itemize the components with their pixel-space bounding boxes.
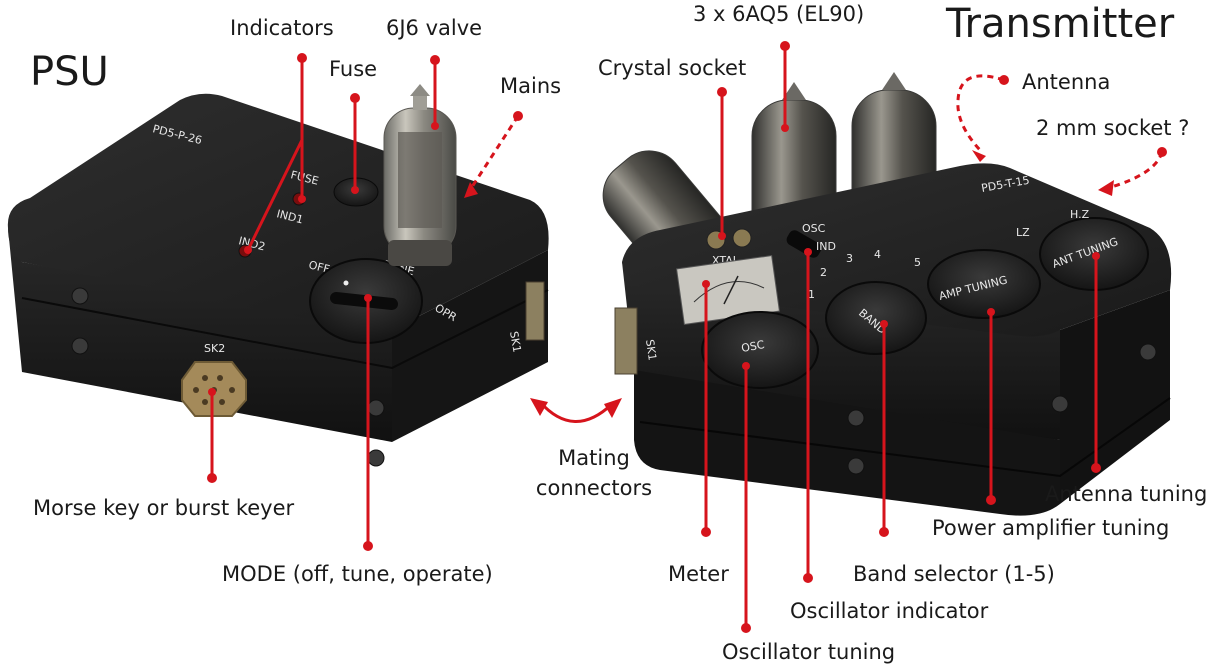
callout-lines xyxy=(210,46,1164,628)
transmitter-sk1-connector xyxy=(614,307,638,375)
band-number: 3 xyxy=(846,252,853,265)
label-mains: Mains xyxy=(500,74,562,98)
psu-sk1-marking: SK1 xyxy=(507,330,523,353)
label-antenna-tuning: Antenna tuning xyxy=(1045,482,1208,506)
label-antenna: Antenna xyxy=(1022,70,1111,94)
label-pa-tuning: Power amplifier tuning xyxy=(932,516,1170,540)
label-meter: Meter xyxy=(668,562,729,586)
transmitter-case: SK1 PD5-T-15 XTAL OSC IND 1 2 3 4 5 OSC … xyxy=(602,72,1172,516)
label-oscillator-indicator: Oscillator indicator xyxy=(790,599,989,623)
transmitter-lower-face xyxy=(634,370,1060,516)
hz-marking: H.Z xyxy=(1070,208,1090,221)
label-mating-line2: connectors xyxy=(535,476,653,500)
label-fuse: Fuse xyxy=(329,57,378,81)
screw-icon xyxy=(367,449,385,467)
psu-case: SK2 SK1 PD5-P-26 FUSE IND1 IND2 OFF TUNE… xyxy=(7,84,549,467)
label-indicators: Indicators xyxy=(230,16,334,40)
label-6j6-valve: 6J6 valve xyxy=(386,16,483,40)
sk2-marking: SK2 xyxy=(204,342,225,355)
label-2mm-socket: 2 mm socket ? xyxy=(1036,116,1190,140)
pa-tuning-knob xyxy=(927,249,1041,319)
psu-sk1-connector xyxy=(525,281,545,341)
osc-ind-marking-2: IND xyxy=(816,240,836,253)
screw-icon xyxy=(1139,343,1157,361)
screw-icon xyxy=(1051,395,1069,413)
oscillator-indicator-lamp xyxy=(786,230,822,258)
oscillator-tuning-knob xyxy=(701,311,819,389)
label-oscillator-tuning: Oscillator tuning xyxy=(722,640,896,664)
band-number: 5 xyxy=(914,256,921,269)
osc-knob-marking: OSC xyxy=(740,338,766,355)
psu-title: PSU xyxy=(30,49,109,95)
screw-icon xyxy=(847,409,865,427)
screw-icon xyxy=(847,457,865,475)
label-mode: MODE (off, tune, operate) xyxy=(222,562,493,586)
ind1-marking: IND1 xyxy=(275,207,304,226)
label-mating-line1: Mating xyxy=(558,446,630,470)
psu-top-face xyxy=(7,93,549,333)
transmitter-title: Transmitter xyxy=(946,1,1175,47)
6j6-valve xyxy=(383,84,457,266)
band-selector-knob xyxy=(825,281,927,355)
label-6aq5-valves: 3 x 6AQ5 (EL90) xyxy=(693,2,865,26)
label-crystal-socket: Crystal socket xyxy=(598,56,747,80)
callout-dots xyxy=(207,41,1167,633)
lz-marking: LZ xyxy=(1016,226,1030,239)
psu-end-face xyxy=(392,250,548,442)
band-number: 1 xyxy=(808,288,815,301)
crystal-socket-icon xyxy=(732,228,752,248)
label-morse-key: Morse key or burst keyer xyxy=(33,496,295,520)
arrowheads xyxy=(464,150,1114,418)
screw-icon xyxy=(71,287,89,305)
band-number: 4 xyxy=(874,248,881,261)
label-band-selector: Band selector (1-5) xyxy=(853,562,1055,586)
psu-side-face xyxy=(8,228,392,442)
screw-icon xyxy=(367,399,385,417)
transmitter-sk1-marking: SK1 xyxy=(643,339,659,362)
osc-ind-marking-1: OSC xyxy=(802,222,826,235)
screw-icon xyxy=(71,337,89,355)
transmitter-end-face xyxy=(1060,290,1170,504)
band-number: 2 xyxy=(820,266,827,279)
